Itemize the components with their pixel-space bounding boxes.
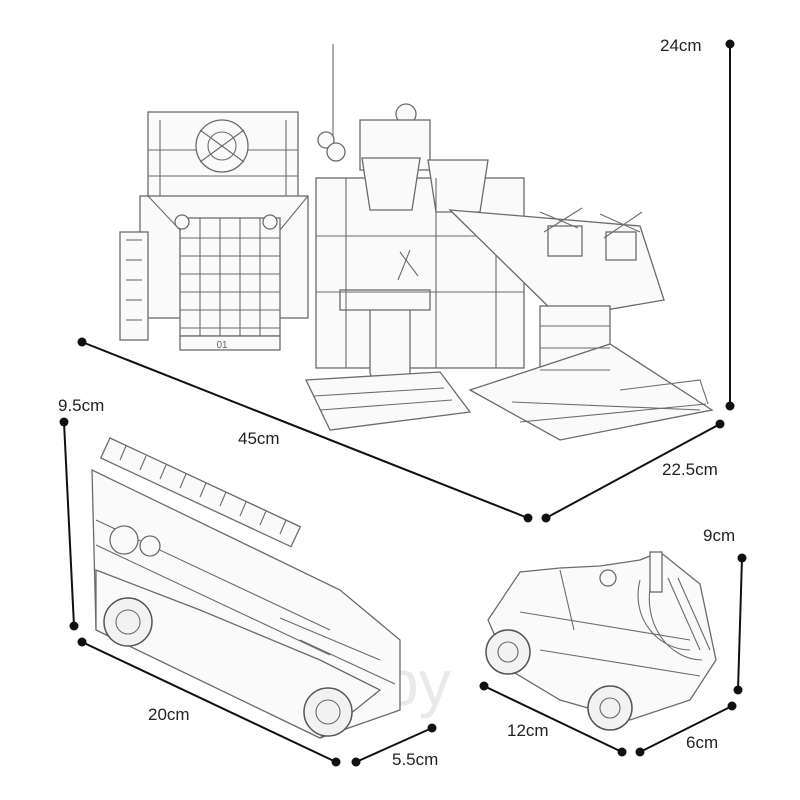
pickup-truck-drawing: [485, 551, 717, 731]
truck-rear-wheel: [103, 597, 153, 647]
label-pickup-width: 6cm: [686, 733, 718, 752]
station-plate-number: 01: [216, 340, 228, 351]
station-platform: [448, 207, 714, 441]
pickup-front-wheel: [587, 685, 633, 731]
dimension-pickup-length: [479, 681, 627, 757]
station-garage-tower: 01: [119, 111, 309, 351]
label-truck-length: 20cm: [148, 705, 190, 724]
label-station-height: 24cm: [660, 36, 702, 55]
dimension-truck-height: [59, 417, 79, 631]
dimension-station-height: [725, 39, 735, 411]
dimension-pickup-width: [635, 701, 737, 757]
dimension-truck-width: [351, 723, 437, 767]
fire-truck-drawing: [91, 437, 401, 739]
dimension-station-depth: [541, 419, 725, 523]
label-station-length: 45cm: [238, 429, 280, 448]
label-truck-height: 9.5cm: [58, 396, 104, 415]
dimension-station-length: [77, 337, 533, 523]
label-pickup-length: 12cm: [507, 721, 549, 740]
station-helicopter: [539, 207, 643, 261]
label-station-depth: 22.5cm: [662, 460, 718, 479]
truck-front-wheel: [303, 687, 353, 737]
pickup-rear-wheel: [485, 629, 531, 675]
fire-station-drawing: 01: [119, 44, 714, 441]
truck-ladder: [99, 437, 302, 548]
dimension-pickup-height: [733, 553, 747, 695]
station-main-building: [304, 44, 525, 431]
label-pickup-height: 9cm: [703, 526, 735, 545]
label-truck-width: 5.5cm: [392, 750, 438, 769]
dimension-truck-length: [77, 637, 341, 767]
